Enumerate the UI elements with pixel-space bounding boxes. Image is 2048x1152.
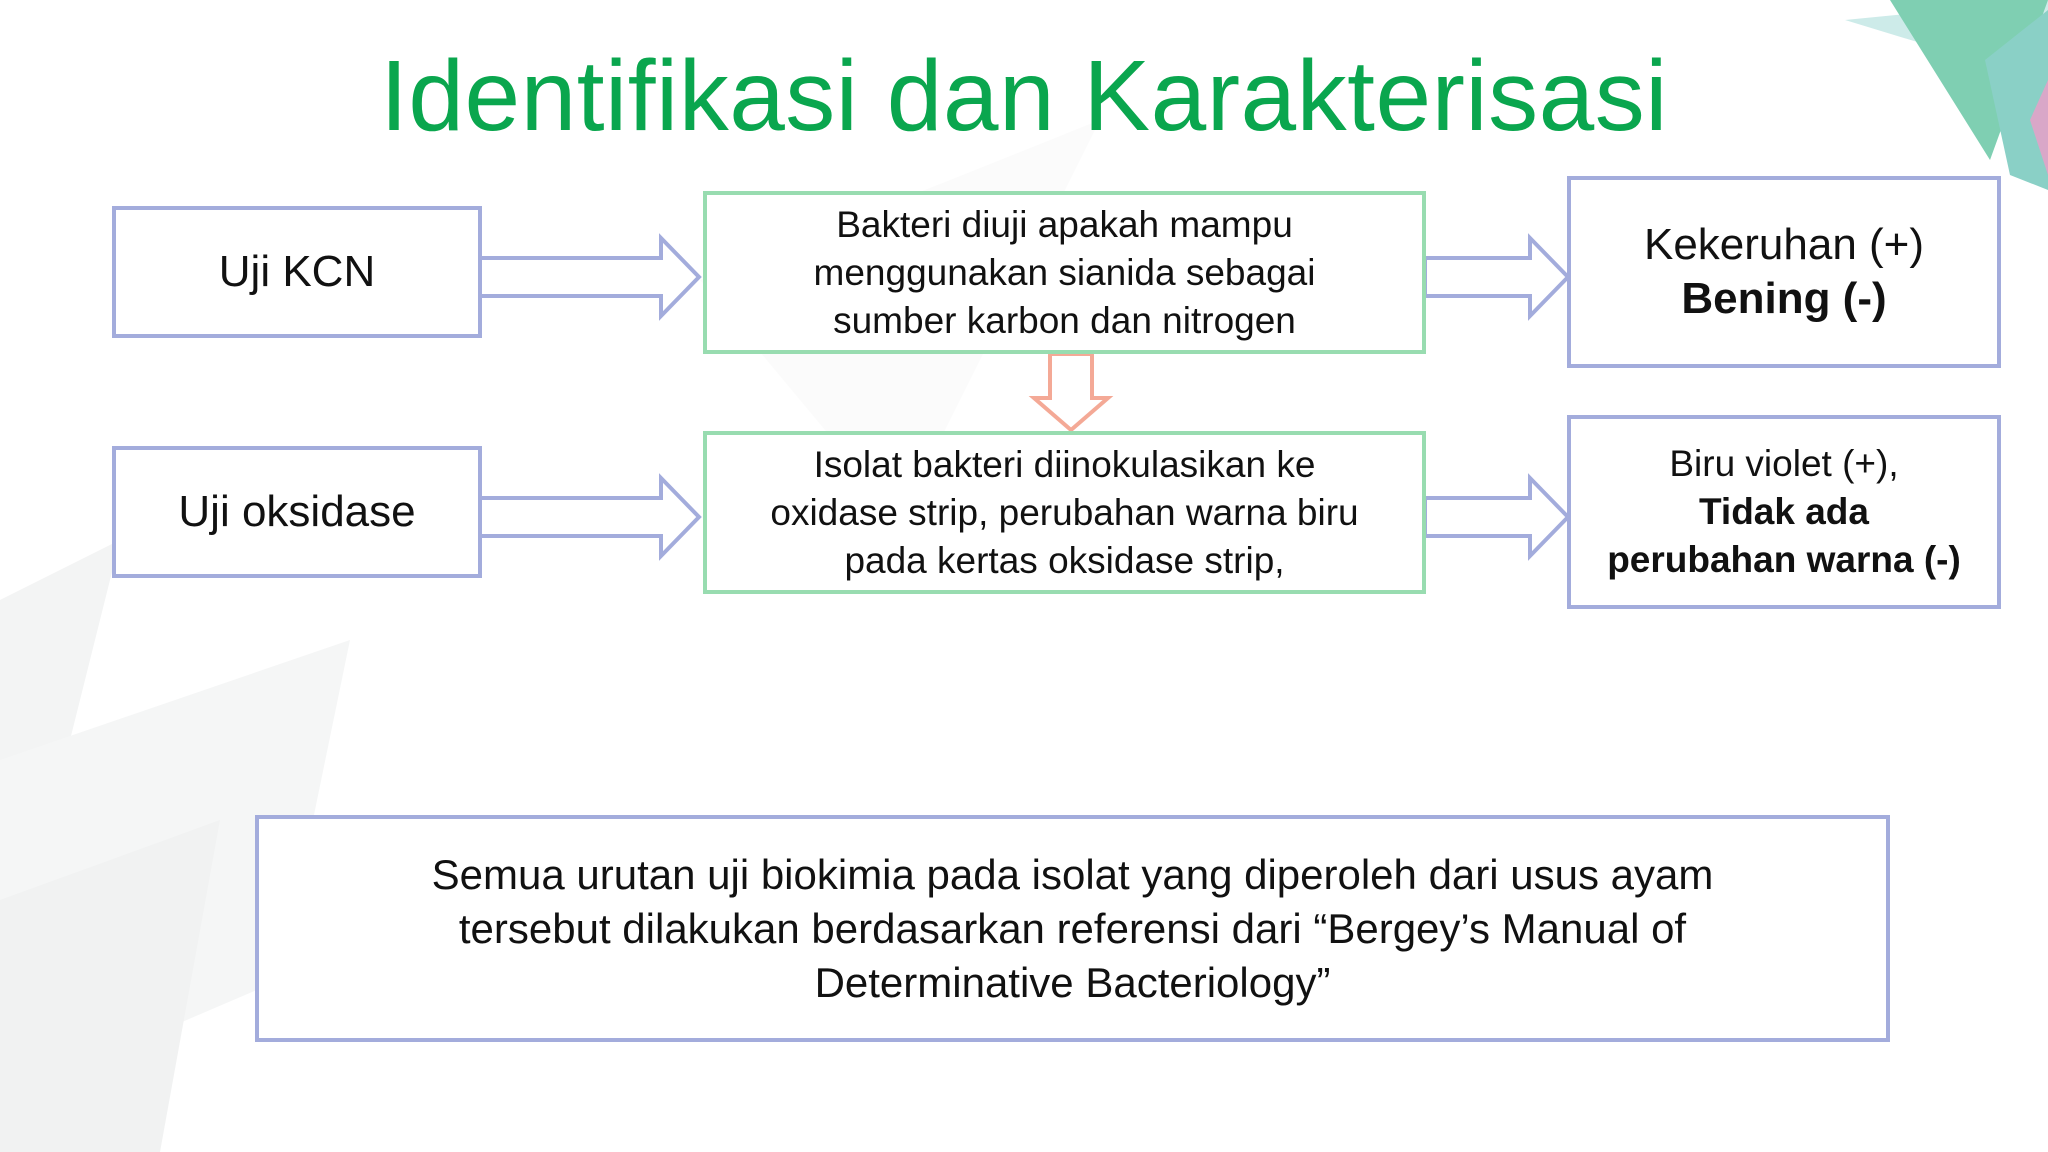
procedure-line: Isolat bakteri diinokulasikan ke — [813, 443, 1316, 485]
result-negative-line: Tidak ada — [1698, 491, 1869, 532]
procedure-line: oxidase strip, perubahan warna biru — [770, 491, 1359, 533]
result-positive: Kekeruhan (+) — [1643, 220, 1925, 269]
slide-title: Identifikasi dan Karakterisasi — [380, 40, 1668, 152]
result-negative-line: perubahan warna (-) — [1607, 539, 1961, 580]
procedure-line: menggunakan sianida sebagai — [813, 251, 1316, 293]
note-line: Determinative Bacteriology” — [814, 958, 1331, 1006]
background-leaf-shape — [0, 820, 220, 1152]
procedure-box-oksidase: Isolat bakteri diinokulasikan ke oxidase… — [703, 431, 1426, 594]
test-label: Uji oksidase — [178, 487, 416, 536]
test-box-kcn: Uji KCN — [112, 206, 482, 338]
test-box-oksidase: Uji oksidase — [112, 446, 482, 578]
background-leaf-shape — [0, 540, 120, 800]
note-line: tersebut dilakukan berdasarkan referensi… — [458, 904, 1687, 952]
result-negative: Bening (-) — [1681, 274, 1887, 323]
procedure-line: pada kertas oksidase strip, — [844, 539, 1285, 581]
result-positive: Biru violet (+), — [1669, 443, 1899, 484]
corner-leaf-decoration — [1890, 0, 2048, 160]
procedure-box-kcn: Bakteri diuji apakah mampu menggunakan s… — [703, 191, 1426, 354]
test-label: Uji KCN — [218, 247, 376, 296]
result-box-oksidase: Biru violet (+), Tidak ada perubahan war… — [1567, 415, 2001, 609]
procedure-line: sumber karbon dan nitrogen — [833, 299, 1296, 341]
note-line: Semua urutan uji biokimia pada isolat ya… — [431, 850, 1714, 898]
corner-leaf-decoration — [2030, 80, 2048, 175]
procedure-line: Bakteri diuji apakah mampu — [836, 203, 1293, 245]
reference-note-box: Semua urutan uji biokimia pada isolat ya… — [255, 815, 1890, 1042]
result-box-kcn: Kekeruhan (+) Bening (-) — [1567, 176, 2001, 368]
corner-leaf-decoration — [1985, 10, 2048, 190]
